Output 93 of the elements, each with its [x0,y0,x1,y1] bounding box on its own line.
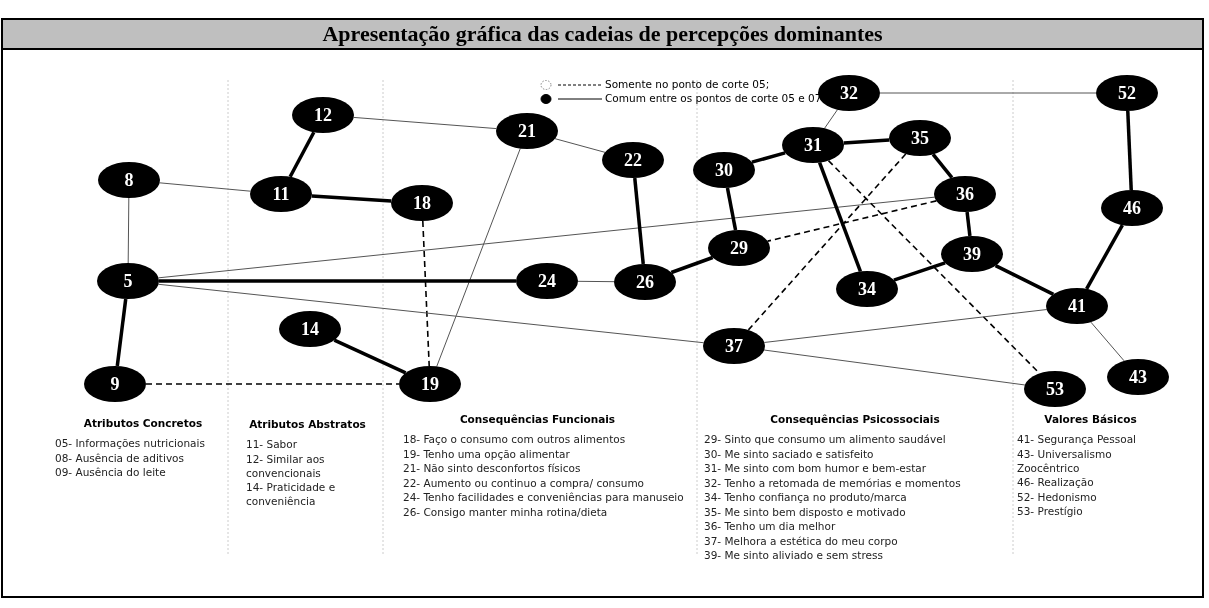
node-ellipse: 21 [496,113,558,149]
legend-item-text: 52- Hedonismo [1017,489,1098,504]
connector-line [763,349,1026,386]
connector-line [311,194,392,203]
connector-line [879,92,1097,94]
node-ellipse: 30 [693,152,755,188]
legend-item-text: 21- Não sinto desconfortos físicos [403,461,582,475]
legend-item-text: 09- Ausência do leite [55,465,167,479]
connector-line [1126,110,1133,191]
connector-line [843,138,890,145]
connector-line [1085,224,1124,290]
legend-item-text: 32- Tenho a retomada de memórias e momentos [704,475,962,490]
legend-item-text: 46- Realização [1017,475,1095,489]
connector-line [725,187,738,231]
legend-item-text: 43- Universalismo Zoocêntrico [1017,446,1113,475]
node-ellipse: 43 [1107,359,1169,395]
node-ellipse: 26 [614,264,676,300]
legend-item-text: 37- Melhora a estética do meu corpo [704,533,899,548]
legend-item-text: 53- Prestígio [1017,504,1084,518]
connector-line [893,261,946,282]
connector-line [333,338,407,375]
legend-item-text: 05- Informações nutricionais [55,436,206,450]
legend-item-text: 36- Tenho um dia melhor [704,519,837,533]
column-heading: Valores Básicos [1043,412,1138,426]
connector-line [159,182,251,192]
legend-item-text: 41- Segurança Pessoal [1017,432,1138,446]
connector-line [115,298,128,367]
node-ellipse: 34 [836,271,898,307]
node-ellipse: 8 [98,162,160,198]
column-heading: Atributos Abstratos [248,417,367,431]
node-ellipse: 37 [703,328,765,364]
connector-line [633,177,645,265]
title-banner: Apresentação gráfica das cadeias de percepções dominantes [3,20,1202,50]
connector-line [931,153,954,179]
column-heading: Atributos Concretos [82,416,204,430]
legend-item-text: 08- Ausência de aditivos [55,450,185,465]
connector-line [670,255,714,275]
node-ellipse: 46 [1101,190,1163,226]
node-ellipse: 14 [279,311,341,347]
legend-item-text: 18- Faço o consumo com outros alimentos [403,432,627,446]
node-ellipse: 9 [84,366,146,402]
legend-item-text: 39- Me sinto aliviado e sem stress [704,548,884,562]
connector-line [817,161,863,273]
connector-line [288,131,316,178]
node-ellipse: 31 [782,127,844,163]
connector-line [763,309,1048,343]
node-ellipse: 53 [1024,371,1086,407]
legend-item-text: 22- Aumento ou continuo a compra/ consumo [403,475,646,490]
node-ellipse: 19 [399,366,461,402]
connector-line [965,211,972,237]
column-heading: Consequências Psicossociais [769,412,941,426]
connector-line [824,109,838,129]
connector-line [353,116,497,130]
node-ellipse: 39 [941,236,1003,272]
node-ellipse: 5 [97,263,159,299]
node-ellipse: 52 [1096,75,1158,111]
connector-line [1090,321,1125,362]
legend-item-text: 29- Sinto que consumo um alimento saudável [704,432,947,446]
connector-line [145,383,400,385]
connector-line [766,200,938,242]
node-ellipse: 41 [1046,288,1108,324]
connector-line [158,283,704,344]
node-ellipse: 12 [292,97,354,133]
connector-line [158,196,935,279]
connector-line [127,197,130,264]
node-ellipse: 24 [516,263,578,299]
connector-line [554,138,606,153]
node-ellipse: 22 [602,142,664,178]
node-ellipse: 36 [934,176,996,212]
legend-label: Somente no ponto de corte 05; [605,78,770,90]
node-ellipse: 29 [708,230,770,266]
legend-item-text: 14- Praticidade e conveniência [246,480,337,508]
node-ellipse: 11 [250,176,312,212]
column-heading: Consequências Funcionais [458,412,617,426]
connector-line [747,153,907,331]
legend-item-text: 26- Consigo manter minha rotina/dieta [403,504,609,519]
legend-item-text: 12- Similar aos convencionais [246,451,326,480]
legend-item-text: 11- Sabor [246,437,298,451]
legend-item-text: 24- Tenho facilidades e conveniências para manuseio [403,490,685,504]
legend-item-text: 34- Tenho confiança no produto/marca [704,490,908,504]
connector-line [751,151,786,164]
legend-item-text: 35- Me sinto bem disposto e motivado [704,504,907,519]
connector-line [159,279,516,283]
connector-line [994,264,1055,296]
legend-item-text: 30- Me sinto saciado e satisfeito [704,446,875,461]
node-ellipse: 18 [391,185,453,221]
legend-item-text: 31- Me sinto com bom humor e bem-estar [704,461,928,475]
node-ellipse: 35 [889,120,951,156]
connector-line [422,220,430,367]
connector-line [436,148,521,367]
legend-item-text: 19- Tenho uma opção alimentar [403,446,571,461]
node-ellipse: 32 [818,75,880,111]
connector-line [577,280,615,283]
